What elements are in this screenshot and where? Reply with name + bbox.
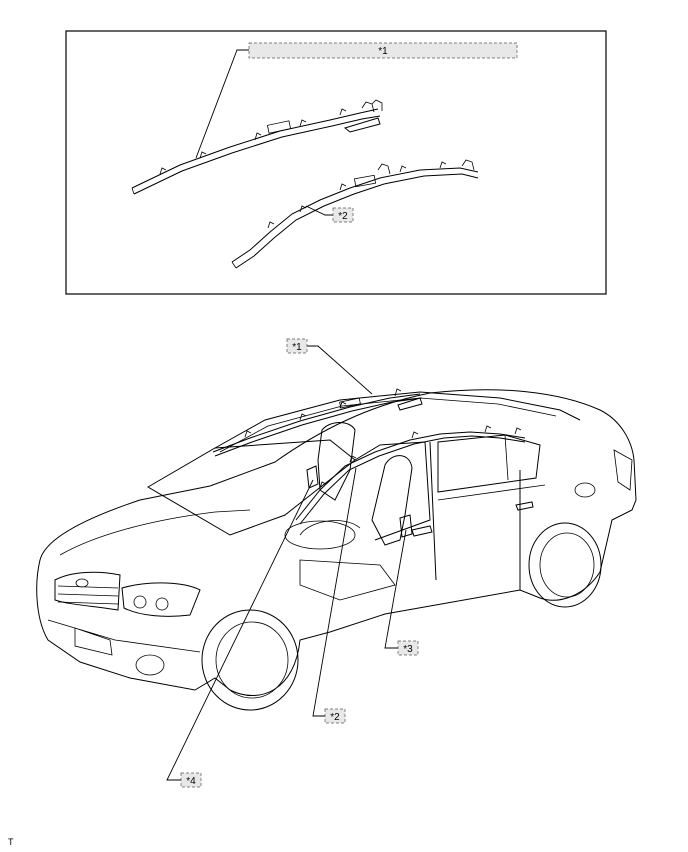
callout-c2: *2 (330, 712, 340, 723)
callout-box-c1 (286, 338, 308, 354)
leader-c2-top (305, 205, 333, 216)
callout-c3: *3 (403, 644, 413, 655)
vehicle-illustration (36, 389, 637, 711)
callout-box-c4 (180, 772, 202, 788)
curtain-airbag-far-side (212, 388, 423, 457)
callout-box-c2-top (332, 207, 354, 223)
curtain-airbag-assembly-lower (231, 159, 479, 269)
curtain-airbag-assembly-upper (131, 99, 383, 195)
leader-c3 (384, 529, 407, 649)
footer-marker: T (8, 837, 14, 847)
leader-c1 (307, 345, 373, 395)
callout-c4: *4 (186, 776, 196, 787)
callout-box-c1-top (248, 42, 518, 59)
callout-box-c3 (397, 640, 419, 656)
leader-c1-top (195, 49, 249, 159)
curtain-airbag-near-side (295, 425, 526, 525)
leader-c4 (166, 479, 314, 781)
detail-frame (65, 30, 607, 295)
callout-c1: *1 (292, 342, 302, 353)
callout-c1-top: *1 (378, 46, 388, 57)
leader-c2 (312, 467, 357, 717)
callout-box-c2 (324, 708, 346, 724)
callout-c2-top: *2 (338, 211, 348, 222)
